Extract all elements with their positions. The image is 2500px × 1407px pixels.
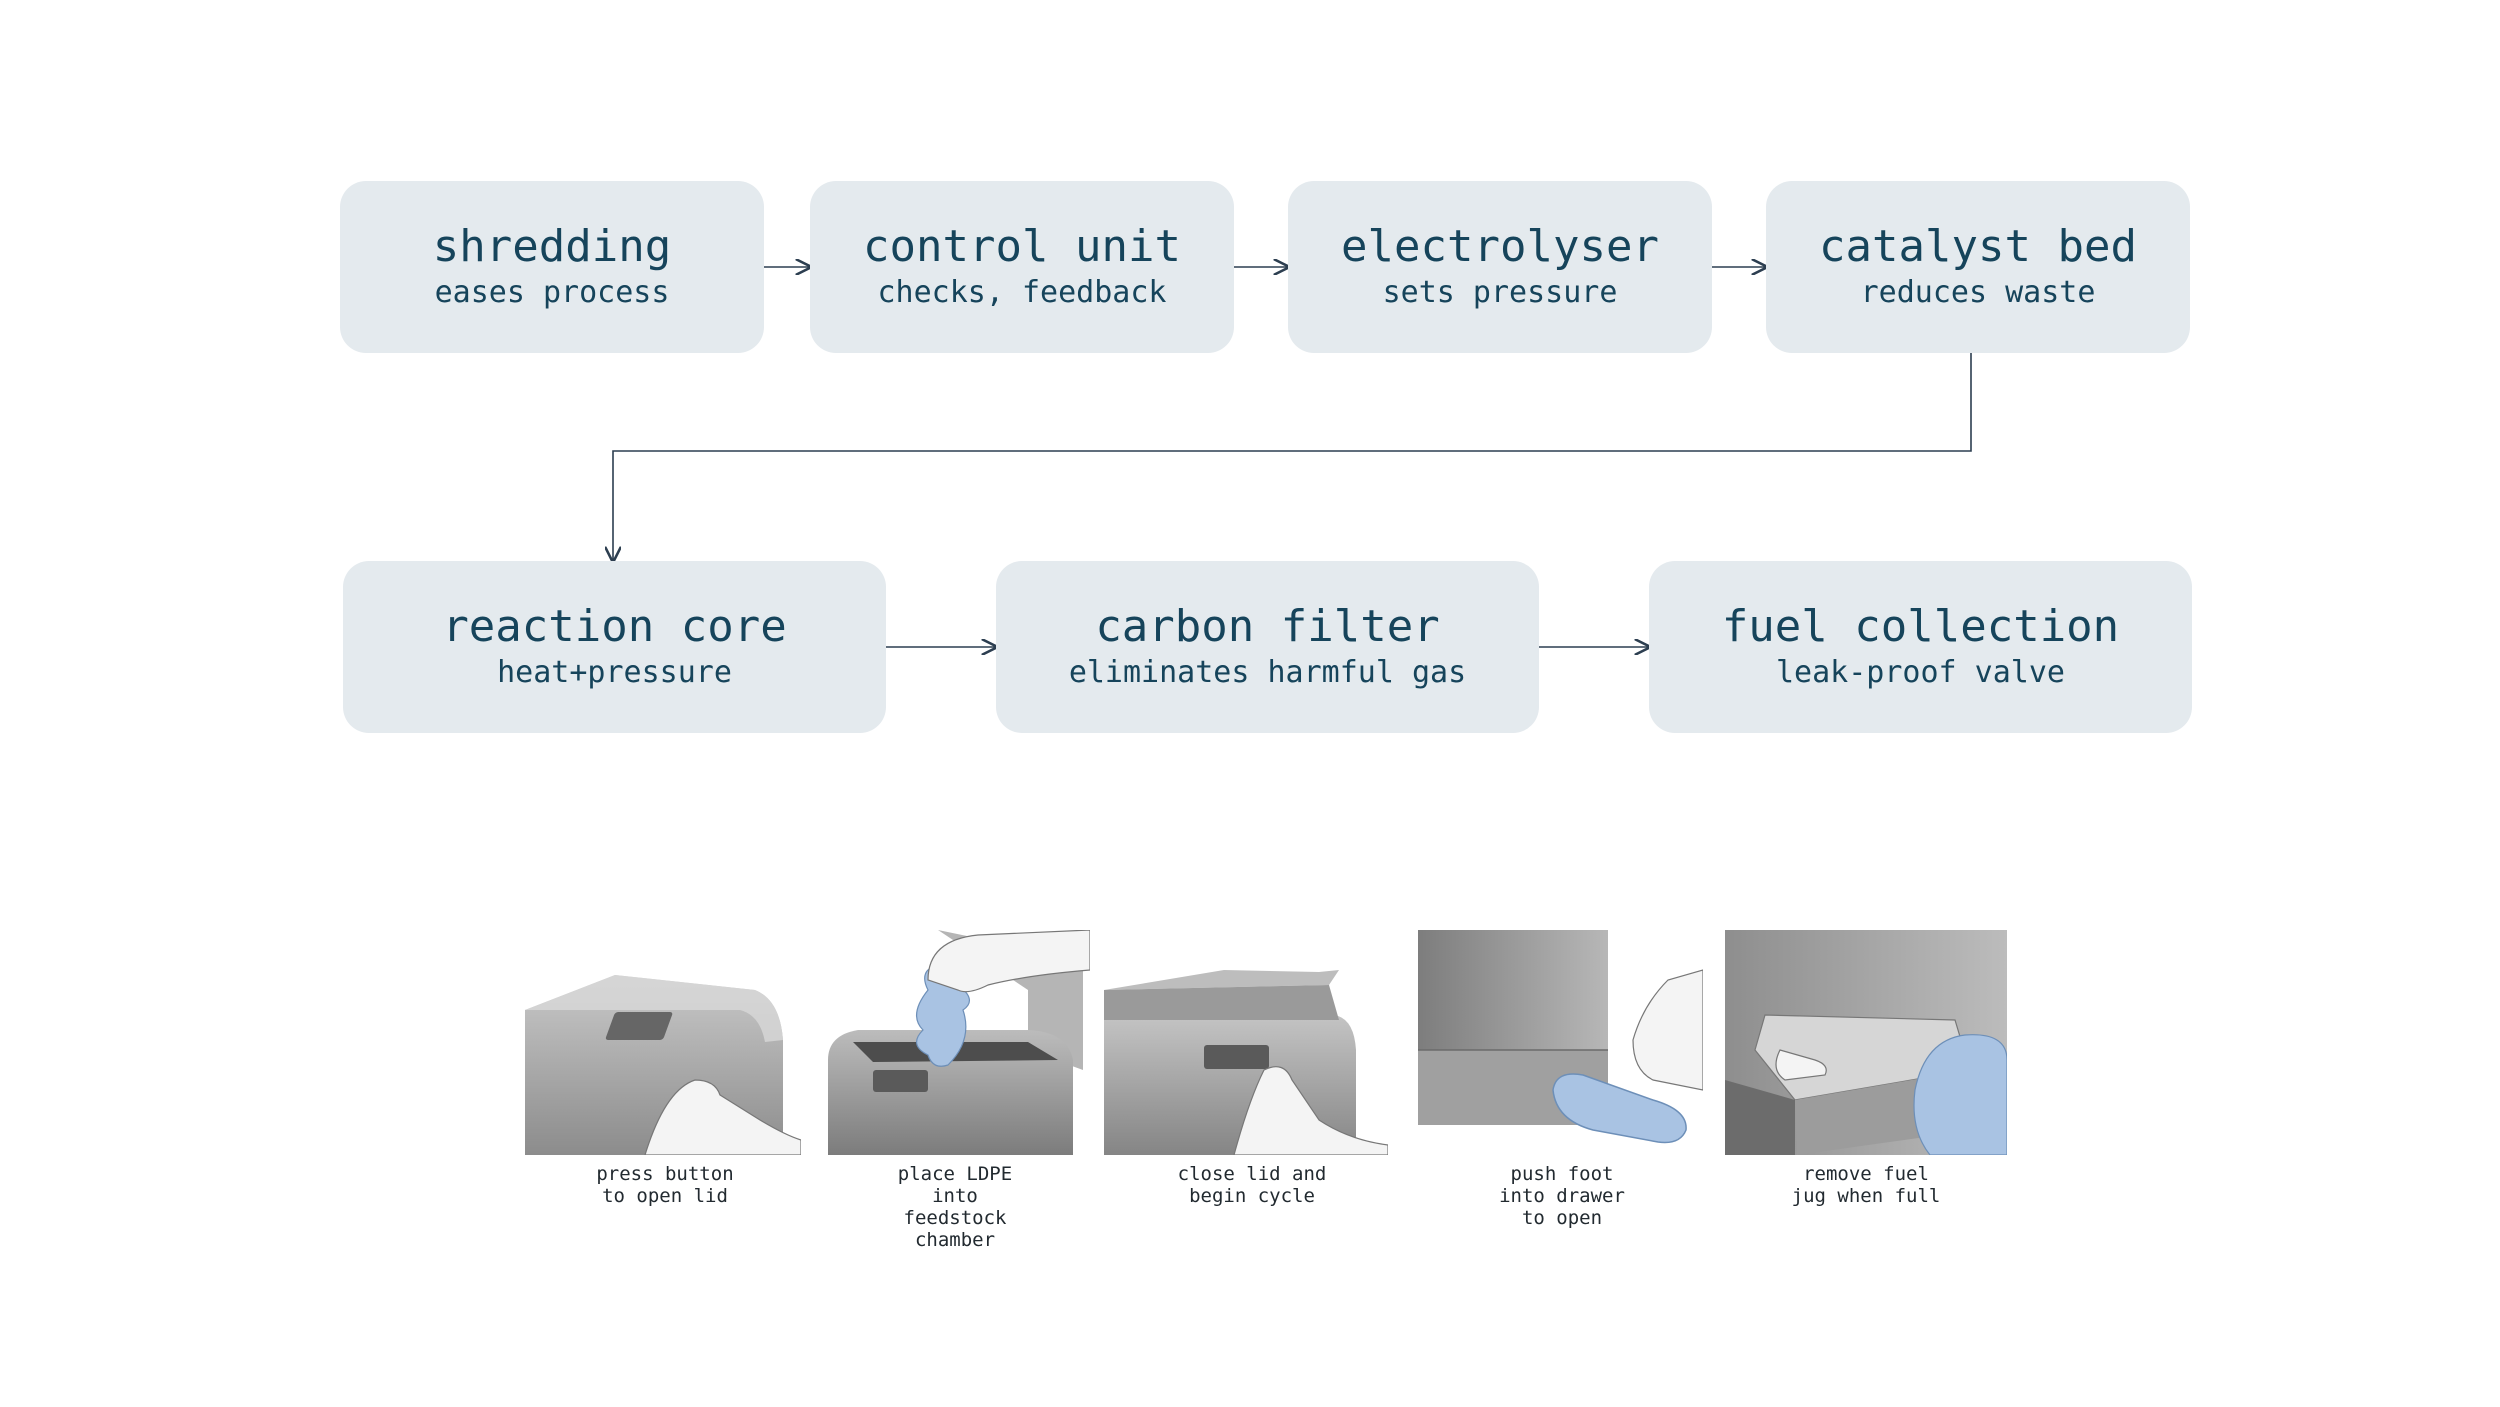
usage-caption-1: press button to open lid	[596, 1163, 734, 1207]
step-fuel-collection: fuel collection leak-proof valve	[1649, 561, 2192, 733]
usage-illustration-close-lid	[1104, 930, 1388, 1155]
usage-illustration-press-button	[525, 930, 801, 1155]
step-subtitle: leak-proof valve	[1776, 655, 2065, 690]
step-catalyst-bed: catalyst bed reduces waste	[1766, 181, 2190, 353]
usage-caption-2: place LDPE into feedstock chamber	[897, 1163, 1013, 1251]
step-subtitle: sets pressure	[1382, 275, 1618, 310]
step-subtitle: reduces waste	[1860, 275, 2096, 310]
step-title: reaction core	[442, 601, 787, 652]
flow-connectors	[0, 0, 1972, 800]
usage-caption-3: close lid and begin cycle	[1177, 1163, 1327, 1207]
step-title: electrolyser	[1341, 221, 1659, 272]
step-shredding: shredding eases process	[340, 181, 764, 353]
step-title: catalyst bed	[1819, 221, 2137, 272]
usage-illustration-place-ldpe	[828, 930, 1090, 1155]
step-title: fuel collection	[1721, 601, 2120, 652]
arrow-catalyst-to-reaction	[613, 353, 1972, 561]
step-subtitle: heat+pressure	[497, 655, 732, 690]
usage-caption-5: remove fuel jug when full	[1791, 1163, 1941, 1207]
step-control-unit: control unit checks, feedback	[810, 181, 1234, 353]
step-carbon-filter: carbon filter eliminates harmful gas	[996, 561, 1539, 733]
usage-illustration-remove-jug	[1725, 930, 2007, 1155]
usage-illustration-push-foot	[1418, 930, 1703, 1155]
step-subtitle: checks, feedback	[877, 275, 1167, 310]
step-subtitle: eliminates harmful gas	[1068, 655, 1467, 690]
step-title: shredding	[432, 221, 672, 272]
step-subtitle: eases process	[434, 275, 670, 310]
usage-caption-4: push foot into drawer to open	[1499, 1163, 1625, 1229]
step-title: control unit	[863, 221, 1181, 272]
step-electrolyser: electrolyser sets pressure	[1288, 181, 1712, 353]
step-reaction-core: reaction core heat+pressure	[343, 561, 886, 733]
step-title: carbon filter	[1095, 601, 1440, 652]
